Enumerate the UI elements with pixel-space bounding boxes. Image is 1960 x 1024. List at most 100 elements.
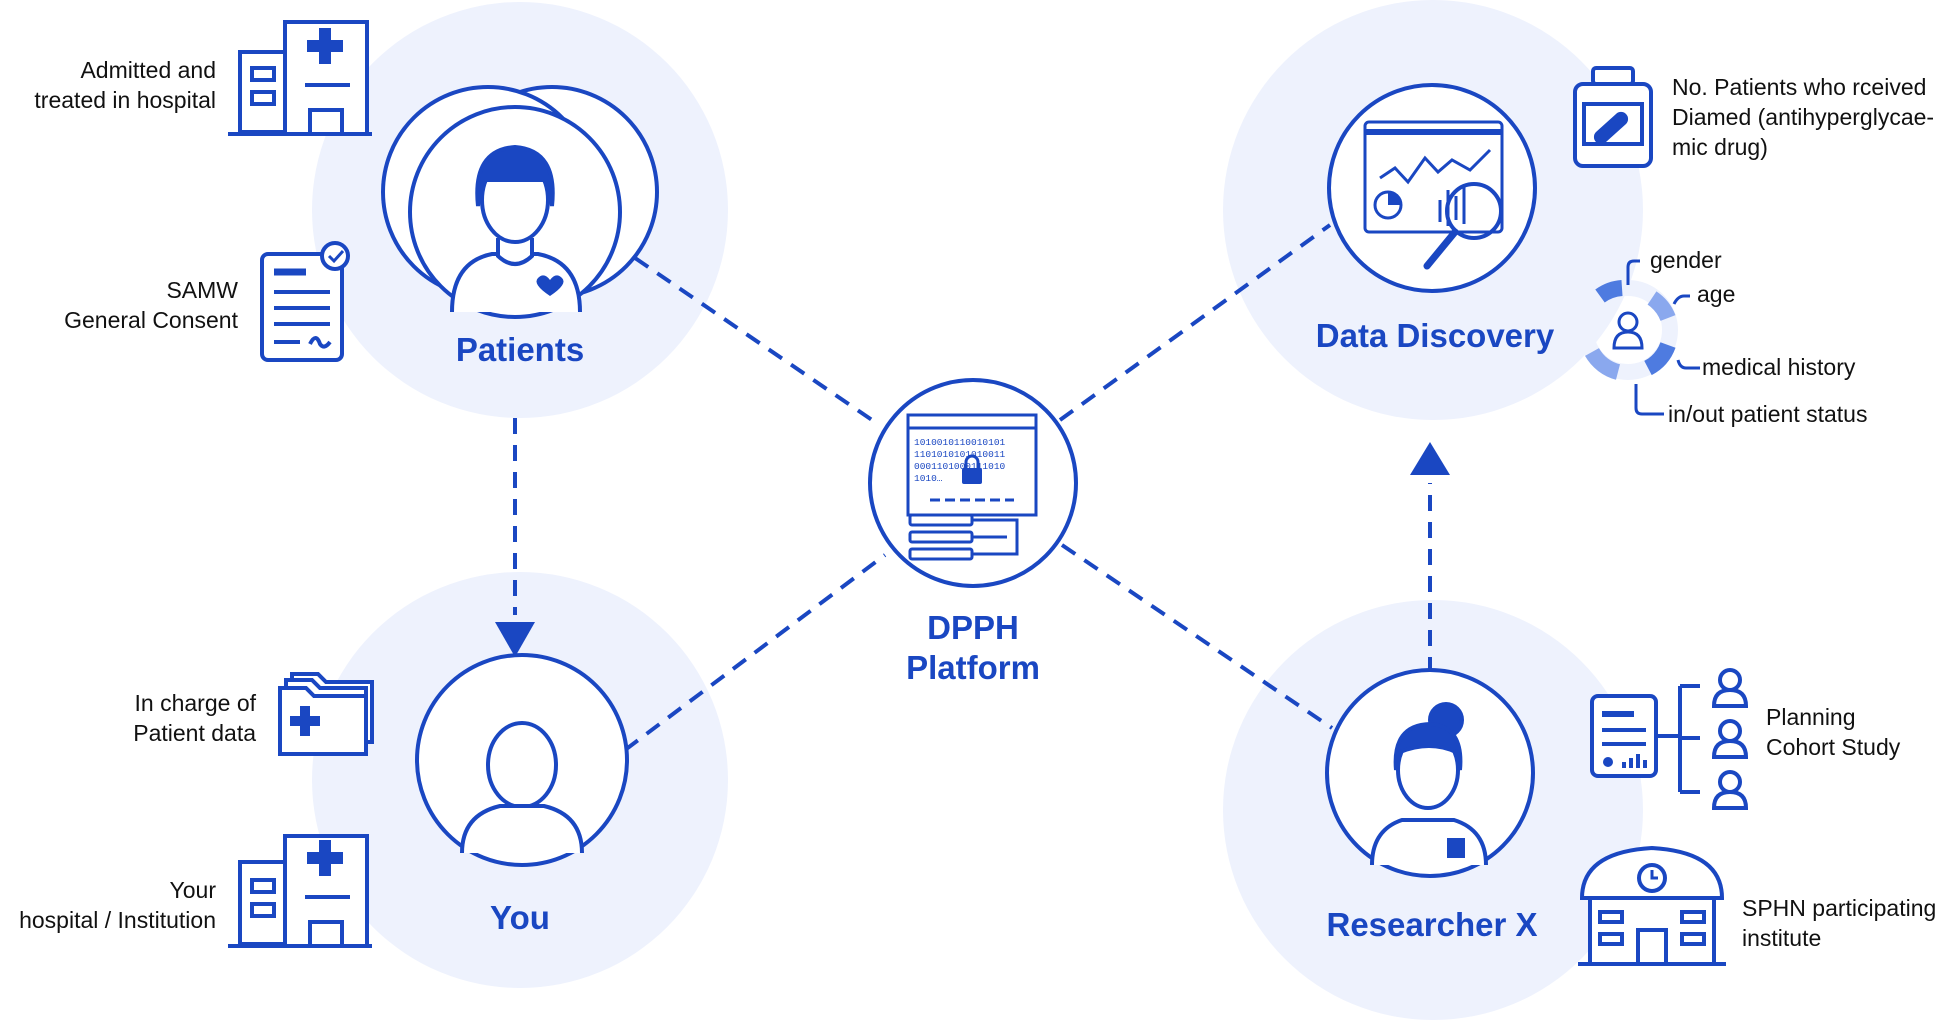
researcher-badge bbox=[1447, 838, 1465, 858]
leader-age bbox=[1672, 294, 1690, 305]
attribute-status: in/out patient status bbox=[1668, 401, 1868, 427]
researcher-hair bbox=[1393, 721, 1463, 771]
no-patients-label-line: No. Patients who rceived bbox=[1672, 74, 1927, 100]
check-mark bbox=[327, 249, 345, 264]
your-hospital-label-line: Your bbox=[169, 877, 216, 903]
hospital-window bbox=[250, 878, 276, 894]
platform-title-line: Platform bbox=[906, 649, 1040, 686]
clock-hands bbox=[1650, 870, 1658, 880]
medical-folder-icon bbox=[278, 672, 374, 756]
institute-building-icon bbox=[1578, 845, 1726, 966]
attribute-history: medical history bbox=[1702, 354, 1856, 380]
profile-arc bbox=[1647, 291, 1676, 322]
profile-arc bbox=[1643, 341, 1676, 376]
signature-icon bbox=[308, 336, 332, 349]
cohort-person-body bbox=[1711, 687, 1749, 708]
hospital-window bbox=[250, 66, 276, 82]
building-window bbox=[1680, 910, 1706, 924]
researcher-title: Researcher X bbox=[1326, 906, 1538, 943]
researcher-icon bbox=[1325, 668, 1535, 878]
sphn-label-line: institute bbox=[1742, 925, 1822, 951]
hospital-window bbox=[250, 90, 276, 106]
hospital-door bbox=[308, 920, 344, 946]
binary-row: 1010… bbox=[914, 473, 943, 484]
heart-icon bbox=[536, 275, 564, 296]
platform-screen bbox=[906, 413, 1038, 517]
cohort-report-icon bbox=[1590, 668, 1749, 810]
bottle-label bbox=[1582, 102, 1644, 146]
leader-history bbox=[1676, 359, 1700, 370]
leader-gender bbox=[1626, 259, 1640, 285]
connectors bbox=[513, 223, 1432, 752]
admitted-label: Admitted and treated in hospital bbox=[0, 55, 216, 115]
no-patients-label: No. Patients who rceived Diamed (antihyp… bbox=[1672, 72, 1960, 162]
binary-row: 0001101000111010 bbox=[914, 461, 1006, 472]
profile-arc bbox=[1595, 280, 1623, 303]
folder-front bbox=[278, 686, 368, 756]
no-patients-label-line: mic drug) bbox=[1672, 134, 1768, 160]
patients-title: Patients bbox=[455, 331, 585, 368]
connector-you-platform bbox=[623, 553, 887, 752]
patient-profile-icon bbox=[1578, 259, 1700, 416]
hospital-door bbox=[308, 108, 344, 134]
building-window bbox=[1598, 910, 1624, 924]
medication-bottle-icon bbox=[1573, 66, 1653, 168]
medical-cross-icon bbox=[290, 706, 320, 736]
binary-row: 1101010101010011 bbox=[914, 449, 1006, 460]
planning-label: Planning Cohort Study bbox=[1766, 702, 1946, 762]
magnifier-lens bbox=[1445, 182, 1503, 240]
no-patients-label-line: Diamed (antihyperglycae- bbox=[1672, 104, 1935, 130]
planning-label-line: Planning bbox=[1766, 704, 1856, 730]
magnifier-handle bbox=[1423, 228, 1459, 270]
pie-slice bbox=[1388, 192, 1401, 205]
cohort-person-body bbox=[1711, 789, 1749, 810]
you-title: You bbox=[490, 899, 550, 936]
admitted-label-line: Admitted and bbox=[80, 57, 216, 83]
admitted-label-line: treated in hospital bbox=[34, 87, 216, 113]
sphn-label-line: SPHN participating bbox=[1742, 895, 1937, 921]
cohort-person-head bbox=[1718, 770, 1742, 794]
in-charge-label: In charge of Patient data bbox=[0, 688, 256, 748]
sphn-label: SPHN participating institute bbox=[1742, 893, 1957, 953]
connector-platform-discovery bbox=[1058, 223, 1332, 422]
discovery-title: Data Discovery bbox=[1315, 317, 1555, 354]
platform-title-line: DPPH bbox=[927, 609, 1019, 646]
attribute-gender: gender bbox=[1650, 247, 1722, 273]
secure-server-icon: 1010010110010101 1101010101010011 000110… bbox=[868, 378, 1078, 588]
trend-line bbox=[1379, 148, 1492, 185]
building-window bbox=[1598, 932, 1624, 946]
connector-platform-researcher bbox=[1060, 543, 1334, 730]
connector-patients-platform bbox=[633, 256, 874, 422]
patient-neck bbox=[496, 238, 534, 266]
analytics-magnifier-icon bbox=[1327, 83, 1537, 293]
consent-document-icon bbox=[260, 241, 350, 362]
building-window bbox=[1680, 932, 1706, 946]
building-door bbox=[1636, 928, 1668, 964]
profile-arc bbox=[1585, 347, 1621, 380]
attribute-age: age bbox=[1697, 281, 1736, 307]
medical-cross-icon bbox=[307, 28, 343, 64]
pill-icon bbox=[1593, 111, 1629, 145]
hospital-icon bbox=[228, 834, 372, 948]
consent-label-line: SAMW bbox=[166, 277, 238, 303]
server-wires bbox=[972, 518, 1019, 556]
patient-hair bbox=[475, 144, 555, 207]
person-icon bbox=[415, 653, 629, 867]
profile-ring bbox=[1578, 280, 1678, 380]
consent-label: SAMW General Consent bbox=[0, 275, 238, 335]
you-body bbox=[460, 804, 584, 854]
attribute-leaders bbox=[1626, 259, 1700, 416]
arrow-down-icon bbox=[495, 622, 535, 657]
cohort-person-head bbox=[1718, 668, 1742, 692]
user-body-icon bbox=[1612, 330, 1644, 350]
cohort-bracket bbox=[1656, 684, 1700, 794]
bottle-cap bbox=[1591, 66, 1635, 86]
your-hospital-label: Your hospital / Institution bbox=[0, 875, 216, 935]
you-head bbox=[486, 721, 558, 809]
researcher-coat bbox=[1370, 818, 1488, 866]
planning-label-line: Cohort Study bbox=[1766, 734, 1901, 760]
report-bars bbox=[1622, 754, 1647, 768]
arrow-up-icon bbox=[1410, 442, 1450, 475]
medical-cross-icon bbox=[307, 840, 343, 876]
